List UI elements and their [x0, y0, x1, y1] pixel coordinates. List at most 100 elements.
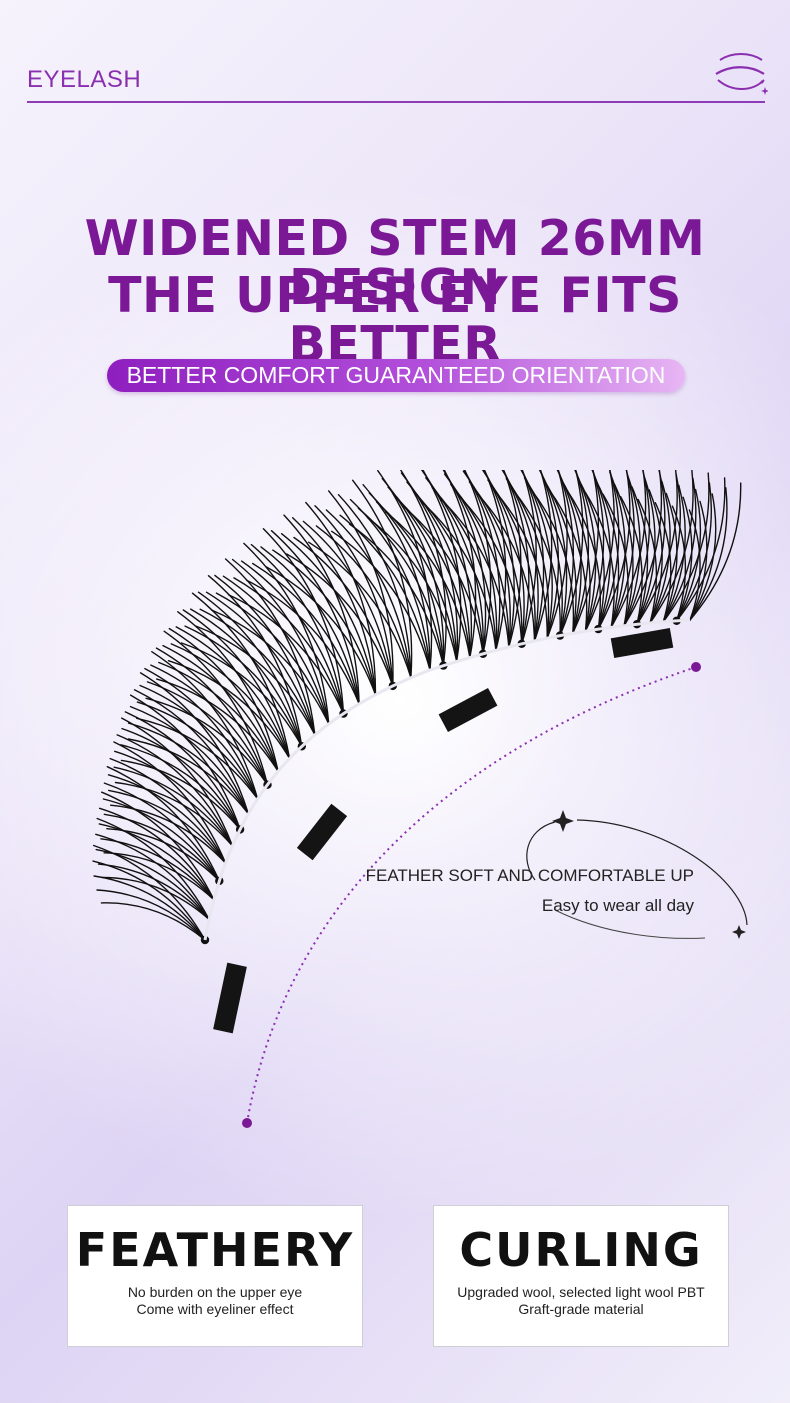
lash-strand	[121, 727, 241, 831]
lash-strand	[328, 490, 394, 687]
feature-card-curling: CURLING Upgraded wool, selected light wo…	[433, 1205, 729, 1347]
card-title: FEATHERY	[75, 1223, 355, 1277]
lash-strand	[584, 491, 615, 628]
lash-strand	[421, 501, 497, 651]
lash-strand	[689, 493, 717, 621]
lash-strand	[384, 511, 471, 659]
lash-strand	[215, 592, 330, 725]
lash-strand	[109, 757, 227, 864]
lash-strand	[620, 496, 643, 625]
lash-strand	[286, 553, 394, 687]
lash-strand	[292, 517, 377, 696]
lash-strand	[609, 471, 626, 628]
lash-strand	[197, 591, 303, 747]
guide-dot-start	[242, 1118, 252, 1128]
lash-strand	[227, 594, 345, 715]
lash-strand	[110, 804, 227, 864]
lash-strand	[305, 501, 377, 696]
lash-strand	[139, 684, 259, 800]
lash-strand	[654, 502, 672, 623]
lash-strand	[366, 516, 458, 663]
lash-strand	[127, 738, 250, 815]
lash-strand	[155, 647, 269, 786]
card-line: Graft-grade material	[518, 1301, 644, 1318]
lash-strand	[245, 579, 360, 705]
feature-card-feathery: FEATHERY No burden on the upper eye Come…	[67, 1205, 363, 1347]
lash-strand	[199, 608, 316, 736]
lash-strand	[315, 525, 412, 679]
lash-strand	[108, 789, 227, 864]
lash-strand	[102, 798, 220, 882]
lash-strand	[636, 470, 666, 625]
lash-strand	[636, 470, 678, 625]
lash-strand	[530, 489, 575, 634]
lash-strand	[106, 828, 220, 882]
header-divider	[27, 101, 765, 103]
lash-strand	[240, 560, 345, 715]
lash-strand	[210, 609, 330, 725]
lash-strand	[101, 876, 210, 921]
lash-strand	[250, 543, 345, 715]
lash-strand	[610, 470, 635, 628]
lash-strand	[283, 514, 360, 705]
lash-strand	[512, 489, 561, 637]
lash-strand	[613, 483, 634, 627]
lash-strand	[100, 838, 215, 901]
lash-strand	[175, 626, 291, 760]
lash-strand	[671, 505, 687, 622]
lash-strand	[191, 592, 291, 760]
lash-strand	[144, 667, 259, 800]
lash-strand	[95, 833, 210, 921]
lash-strand	[574, 470, 597, 632]
lash-strand	[124, 711, 241, 831]
lash-strand	[337, 494, 412, 679]
lash-strand	[631, 486, 649, 625]
lash-strand	[596, 481, 620, 628]
lash-strand	[403, 506, 484, 655]
orbit-sparkle-icon	[526, 810, 748, 939]
lash-strand	[158, 661, 279, 772]
lash-strand	[151, 651, 259, 800]
lash-strand	[623, 470, 663, 627]
lash-strand	[162, 644, 279, 772]
lash-strand	[302, 520, 394, 687]
headline-line-2: THE UPPER EYE FITS BETTER	[108, 267, 682, 373]
lash-strand	[548, 489, 588, 632]
lash-strand	[546, 470, 568, 639]
lash-strand	[689, 487, 728, 621]
lash-strand	[243, 542, 330, 725]
lash-strand	[262, 528, 345, 715]
lash-strand	[129, 705, 250, 815]
lash-strand	[675, 488, 702, 622]
magnet-2	[296, 803, 348, 861]
magnet-3	[438, 688, 498, 732]
lash-strand	[97, 863, 210, 921]
lash-strand	[120, 759, 241, 831]
lash-strand	[222, 575, 330, 725]
lash-strand	[121, 717, 234, 847]
lash-strand	[106, 766, 220, 882]
lash-strand	[533, 470, 553, 642]
feature-callout-subtitle: Easy to wear all day	[541, 896, 694, 915]
card-line: Come with eyeliner effect	[136, 1301, 294, 1318]
lash-strand	[127, 722, 250, 815]
lash-strand	[602, 493, 629, 627]
lash-strand	[195, 625, 316, 736]
guide-dot-end	[691, 662, 701, 672]
lash-strand	[476, 492, 536, 642]
lash-strand	[252, 562, 360, 705]
lash-strand	[100, 902, 206, 941]
subtitle-pill: BETTER COMFORT GUARANTEED ORIENTATION	[107, 359, 685, 392]
lash-strand	[139, 672, 250, 815]
lash-strand	[156, 678, 279, 772]
lash-strand	[521, 470, 537, 645]
lash-strand	[662, 472, 710, 623]
eye-swoosh-icon	[715, 53, 768, 95]
lash-strand	[307, 541, 412, 679]
lash-strand	[107, 774, 227, 864]
lash-strand	[280, 533, 377, 696]
lash-strand	[648, 489, 663, 624]
lash-strand	[114, 781, 234, 847]
lash-strand	[331, 530, 431, 671]
lash-strand	[233, 577, 345, 715]
